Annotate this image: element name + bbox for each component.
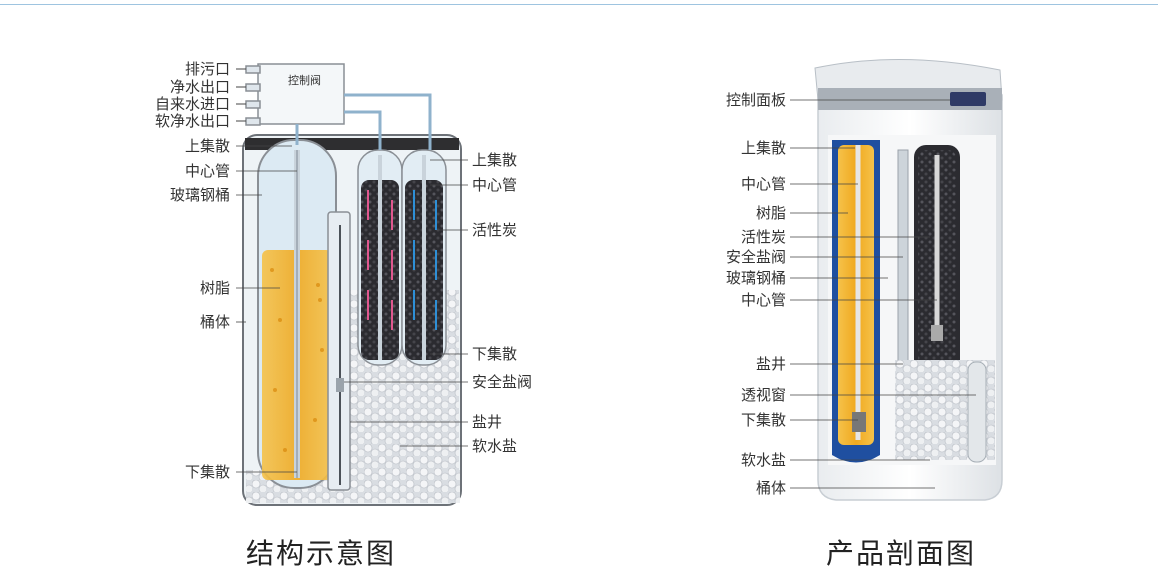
structure-diagram bbox=[236, 63, 468, 506]
port-label-tap-in: 自来水进口 bbox=[154, 95, 230, 113]
product-label-activated-carbon: 活性炭 bbox=[740, 228, 786, 246]
left-label-body: 桶体 bbox=[199, 313, 230, 331]
right-label-safety-brine-valve: 安全盐阀 bbox=[472, 373, 533, 391]
right-label-activated-carbon: 活性炭 bbox=[472, 221, 518, 239]
left-label-upper-distributor: 上集散 bbox=[184, 137, 230, 155]
product-label-brine-well: 盐井 bbox=[755, 355, 786, 373]
product-cross-section bbox=[790, 59, 1003, 501]
left-label-resin: 树脂 bbox=[199, 279, 230, 297]
product-label-frp-tank: 玻璃钢桶 bbox=[725, 269, 786, 287]
port-label-clean-out: 净水出口 bbox=[169, 78, 230, 96]
right-label-softening-salt: 软水盐 bbox=[472, 437, 518, 455]
product-label-safety-brine-valve: 安全盐阀 bbox=[725, 248, 786, 266]
top-divider bbox=[0, 4, 1158, 5]
control-panel-screen bbox=[950, 92, 986, 106]
port-label-drain: 排污口 bbox=[184, 60, 230, 78]
left-caption: 结构示意图 bbox=[246, 537, 397, 570]
left-label-center-tube: 中心管 bbox=[184, 162, 230, 180]
right-label-brine-well: 盐井 bbox=[472, 413, 503, 431]
product-label-body: 桶体 bbox=[755, 479, 786, 497]
product-label-view-window: 透视窗 bbox=[740, 386, 786, 404]
product-label-center-tube: 中心管 bbox=[740, 175, 786, 193]
product-label-softening-salt: 软水盐 bbox=[740, 451, 786, 469]
left-label-frp-tank: 玻璃钢桶 bbox=[169, 186, 230, 204]
right-label-upper-distributor: 上集散 bbox=[472, 151, 518, 169]
right-label-center-tube: 中心管 bbox=[472, 176, 518, 194]
product-label-upper-distributor: 上集散 bbox=[740, 139, 786, 157]
right-label-lower-distributor: 下集散 bbox=[472, 345, 518, 363]
product-label-center-tube-2: 中心管 bbox=[740, 291, 786, 309]
product-label-lower-distributor: 下集散 bbox=[740, 411, 786, 429]
valve-label: 控制阀 bbox=[288, 74, 321, 87]
product-label-resin: 树脂 bbox=[755, 204, 786, 222]
right-caption: 产品剖面图 bbox=[826, 537, 977, 570]
left-label-lower-distributor: 下集散 bbox=[184, 463, 230, 481]
product-label-control-panel: 控制面板 bbox=[725, 91, 786, 109]
port-label-soft-out: 软净水出口 bbox=[154, 112, 230, 130]
control-valve bbox=[257, 63, 345, 125]
